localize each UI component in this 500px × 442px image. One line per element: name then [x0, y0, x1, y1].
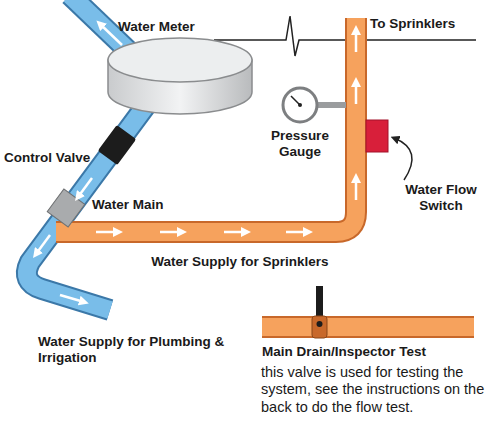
part-label: Pressure Gauge [258, 128, 342, 159]
pipe-label: Water Supply for Plumbing & Irrigation [38, 334, 234, 365]
valve-bolt [317, 321, 323, 327]
leader-arrow [394, 138, 412, 180]
flow-arrow [355, 82, 358, 104]
flow-arrow [160, 231, 182, 234]
part-label: Water Main [92, 197, 202, 213]
gauge-stem [316, 102, 346, 108]
pipe-label: Water Supply for Sprinklers [120, 254, 360, 270]
flow-arrow [78, 178, 92, 197]
pipe-outline [262, 316, 474, 338]
flow-arrow [60, 295, 84, 302]
flow-arrow [36, 235, 50, 254]
valve-collar [312, 316, 327, 338]
part-label: Water Flow Switch [396, 182, 486, 213]
control-valve [98, 125, 136, 165]
valve-stem [316, 286, 323, 318]
pipe-label: To Sprinklers [370, 16, 490, 32]
part-label: Control Valve [4, 150, 94, 166]
flow-arrow [96, 231, 118, 234]
main-drain [262, 286, 474, 338]
meter-top [108, 38, 252, 82]
flow-arrow [355, 178, 358, 200]
drain-pipe [262, 318, 474, 336]
gauge-hub [298, 103, 302, 107]
gauge-dial [283, 88, 317, 122]
part-label: Water Meter [118, 19, 238, 35]
pressure-gauge [283, 88, 346, 122]
water-flow-switch [366, 120, 388, 152]
pipe-outline [56, 18, 356, 232]
flow-arrow [224, 231, 246, 234]
water-meter [108, 38, 252, 114]
flow-arrow [355, 30, 358, 52]
flow-arrow [286, 231, 308, 234]
part-label: Main Drain/Inspector Test [262, 344, 494, 360]
sprinkler-pipe [56, 18, 356, 232]
note-text: this valve is used for testing the syste… [261, 364, 497, 416]
